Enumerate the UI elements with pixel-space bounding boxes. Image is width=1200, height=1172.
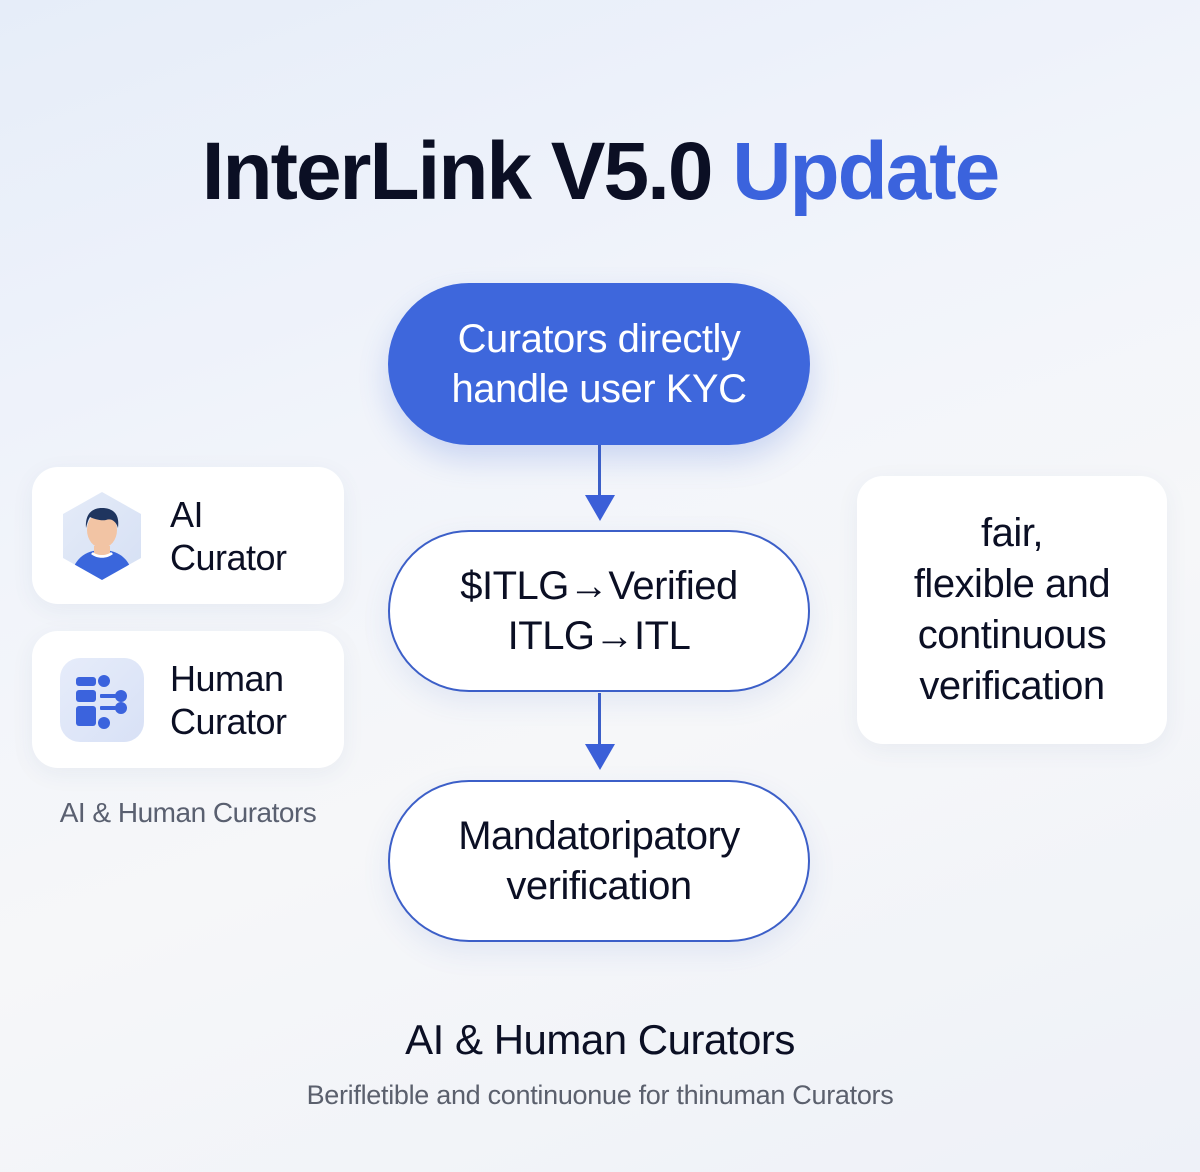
flow-step-line: ITLG→ITL	[507, 614, 691, 658]
curator-label-line: Curator	[170, 700, 287, 742]
curator-label-line: Curator	[170, 536, 287, 578]
flow-step-mandatory-verification: Mandatoripatory verification	[388, 780, 810, 942]
flow-arrow-line	[598, 693, 601, 745]
benefit-line: fair,	[981, 511, 1043, 555]
flow-step-kyc: Curators directly handle user KYC	[388, 283, 810, 445]
curator-label: AI Curator	[170, 493, 287, 579]
flow-step-token-conversion: $ITLG→Verified ITLG→ITL	[388, 530, 810, 692]
flow-step-line: $ITLG→Verified	[460, 564, 738, 608]
title-accent: Update	[732, 126, 1000, 217]
benefit-line: verification	[919, 664, 1105, 708]
benefit-card: fair, flexible and continuous verificati…	[857, 476, 1167, 744]
curator-label-line: Human	[170, 657, 284, 699]
footer-subtitle: Berifletible and continuonue for thinuma…	[306, 1080, 894, 1110]
title-main: InterLink V5.0	[201, 126, 714, 217]
arrow-down-icon	[585, 744, 615, 770]
arrow-down-icon	[585, 495, 615, 521]
flow-arrow-line	[598, 445, 601, 497]
benefit-line: continuous	[917, 613, 1107, 657]
page-title: InterLink V5.0 Update	[0, 122, 1200, 222]
ai-curator-card: AI Curator	[32, 467, 344, 604]
person-avatar-icon	[58, 491, 146, 580]
flow-step-line: Curators directly	[457, 317, 741, 361]
footer-title: AI & Human Curators	[405, 1016, 795, 1063]
human-curator-card: Human Curator	[32, 631, 344, 768]
curator-label-line: AI	[170, 493, 204, 535]
benefit-line: flexible and	[913, 562, 1111, 606]
flow-step-line: handle user KYC	[451, 367, 747, 411]
flow-step-line: verification	[506, 864, 692, 908]
hierarchy-nodes-icon	[58, 656, 146, 744]
curators-caption: AI & Human Curators	[59, 797, 317, 828]
curator-label: Human Curator	[170, 657, 287, 743]
flow-step-line: Mandatoripatory	[458, 814, 740, 858]
